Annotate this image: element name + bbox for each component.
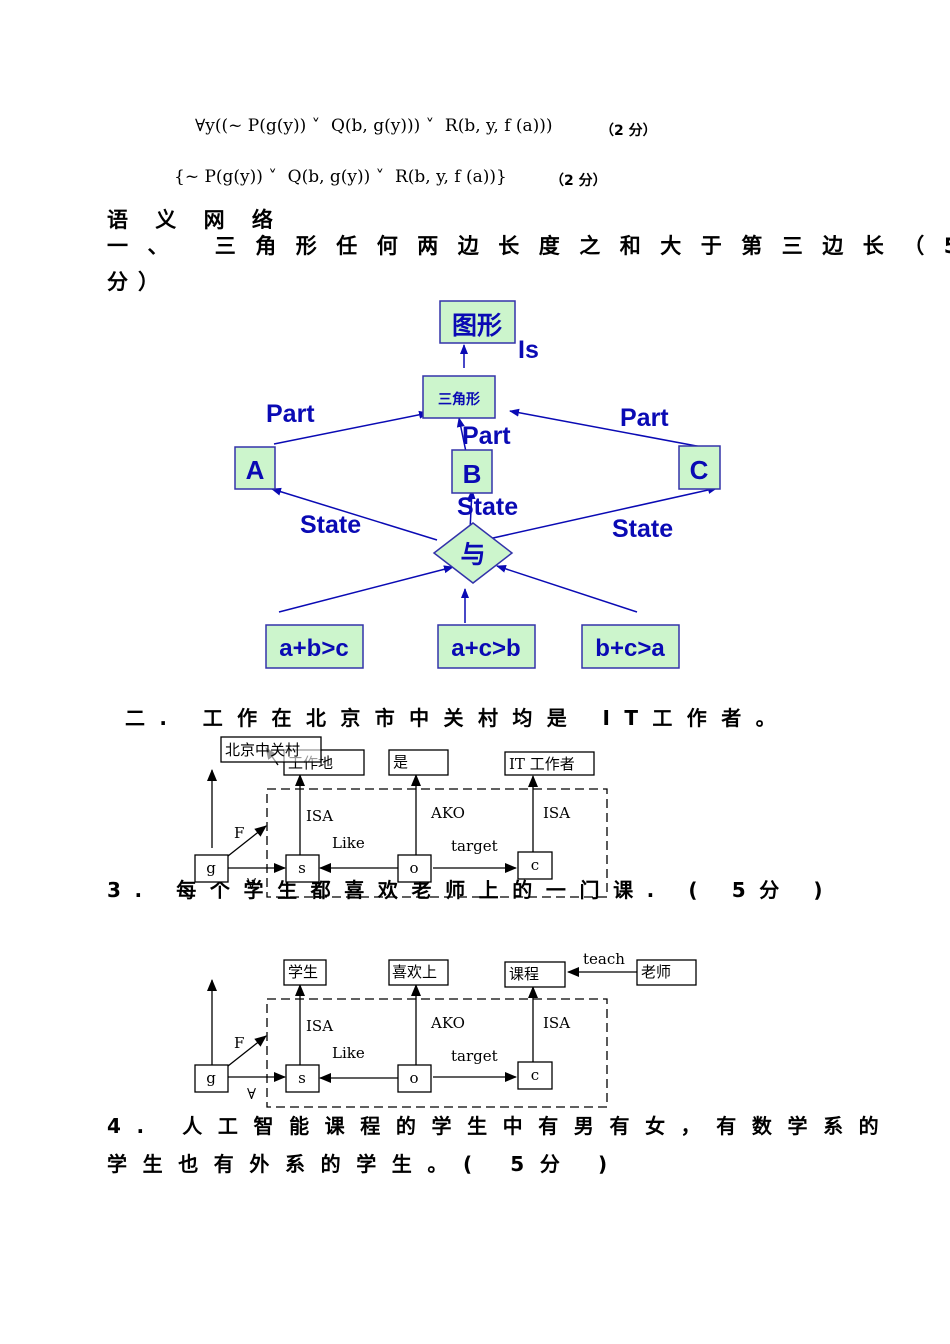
svg-text:学生: 学生 xyxy=(288,963,318,981)
node-s: s xyxy=(285,1064,320,1093)
node-is: 是 xyxy=(388,749,449,776)
svg-text:b+c>a: b+c>a xyxy=(595,635,665,662)
svg-text:三角形: 三角形 xyxy=(438,391,480,407)
q4-line1: 4. 人工智能课程的学生中有男有女，有数学系的 xyxy=(107,1114,895,1138)
svg-text:g: g xyxy=(206,1069,216,1087)
formula-2: {~ P(g(y)) ˅ Q(b, g(y)) ˅ R(b, y, f (a))… xyxy=(174,167,507,187)
q1-line1: 一、 三角形任何两边长度之和大于第三边长（5 xyxy=(107,234,950,258)
node-teacher: 老师 xyxy=(636,959,697,986)
node-figure: 图形 xyxy=(439,300,516,344)
node-o: o xyxy=(397,854,432,883)
q2-text: 二. 工作在北京市中关村均是 IT工作者。 xyxy=(125,706,791,730)
node-triangle: 三角形 xyxy=(422,375,496,419)
svg-text:g: g xyxy=(206,859,216,877)
node-b: B xyxy=(451,449,493,494)
node-g: g xyxy=(194,1064,229,1093)
svg-text:是: 是 xyxy=(393,753,408,771)
node-a: A xyxy=(234,446,276,490)
node-o: o xyxy=(397,1064,432,1093)
formula-1-score: （2 分） xyxy=(600,123,657,139)
svg-text:与: 与 xyxy=(460,541,485,569)
label-target: target xyxy=(451,837,498,855)
node-it-worker: IT 工作者 xyxy=(504,751,595,776)
label-forall: ∀ xyxy=(247,1085,256,1103)
edge-state-b xyxy=(467,489,476,531)
node-cond2: a+c>b xyxy=(437,624,536,669)
node-c: c xyxy=(517,851,553,880)
node-s: s xyxy=(285,854,320,883)
svg-text:图形: 图形 xyxy=(452,312,502,340)
node-likes-attend: 喜欢上 xyxy=(388,959,449,986)
label-ako: AKO xyxy=(430,804,465,822)
edge-part-b xyxy=(456,417,467,453)
svg-text:c: c xyxy=(531,856,539,874)
node-c: C xyxy=(678,445,721,490)
svg-text:北京中关村: 北京中关村 xyxy=(225,741,300,759)
label-isa-1: ISA xyxy=(306,807,333,825)
edge-part-a xyxy=(273,410,429,445)
formula-2-score: （2 分） xyxy=(550,173,607,189)
label-f: F xyxy=(234,824,244,842)
svg-text:A: A xyxy=(246,455,265,485)
label-part-c: Part xyxy=(620,404,669,432)
q4-line2: 学生也有外系的学生。( 5分 ) xyxy=(107,1152,623,1176)
scope-box xyxy=(266,788,608,898)
label-state-a: State xyxy=(300,511,361,539)
label-state-b: State xyxy=(457,493,518,521)
node-g: g xyxy=(194,854,229,883)
svg-text:a+c>b: a+c>b xyxy=(451,635,520,662)
label-like: Like xyxy=(332,834,365,852)
svg-text:s: s xyxy=(298,1069,306,1087)
edge-cond1 xyxy=(278,565,454,613)
label-part-a: Part xyxy=(266,400,315,428)
node-cond1: a+b>c xyxy=(265,624,364,669)
node-cond3: b+c>a xyxy=(581,624,680,669)
q1-line2: 分） xyxy=(107,270,169,294)
svg-text:a+b>c: a+b>c xyxy=(279,635,348,662)
edge-state-c xyxy=(483,486,718,541)
node-c: c xyxy=(517,1061,553,1090)
svg-text:喜欢上: 喜欢上 xyxy=(392,963,437,981)
label-like: Like xyxy=(332,1044,365,1062)
svg-text:o: o xyxy=(409,859,418,877)
node-place: 北京中关村 xyxy=(220,736,322,763)
label-f: F xyxy=(234,1034,244,1052)
svg-text:s: s xyxy=(298,859,306,877)
svg-text:IT 工作者: IT 工作者 xyxy=(509,755,575,773)
diagram-it-worker: 工作地 北京中关村 是 IT 工作者 g s o c F ISA Like AK… xyxy=(194,736,608,898)
label-is: Is xyxy=(518,336,539,364)
svg-text:B: B xyxy=(463,459,482,489)
label-forall: ∀ xyxy=(247,875,256,893)
edge-part-c xyxy=(509,408,703,448)
label-state-c: State xyxy=(612,515,673,543)
label-target: target xyxy=(451,1047,498,1065)
node-course: 课程 xyxy=(504,961,566,988)
svg-text:o: o xyxy=(409,1069,418,1087)
node-student: 学生 xyxy=(283,959,327,986)
svg-text:C: C xyxy=(690,455,709,485)
section-title: 语 义 网 络 xyxy=(107,208,283,232)
label-isa-2: ISA xyxy=(543,1014,570,1032)
edge-cond3 xyxy=(496,565,638,613)
svg-text:课程: 课程 xyxy=(509,965,539,983)
diagram-triangle: 图形 三角形 A B C 与 a+b>c a+c>b b+c>a Is Part… xyxy=(234,300,721,669)
node-and: 与 xyxy=(432,522,514,584)
svg-text:c: c xyxy=(531,1066,539,1084)
label-isa-1: ISA xyxy=(306,1017,333,1035)
formula-1: ∀y((~ P(g(y)) ˅ Q(b, g(y))) ˅ R(b, y, f … xyxy=(195,116,553,136)
label-ako: AKO xyxy=(430,1014,465,1032)
label-part-b: Part xyxy=(462,422,511,450)
edge-state-a xyxy=(271,487,438,541)
svg-text:老师: 老师 xyxy=(641,963,671,981)
label-isa-2: ISA xyxy=(543,804,570,822)
label-teach: teach xyxy=(583,950,625,968)
scope-box xyxy=(266,998,608,1108)
diagram-student-course: 学生 喜欢上 课程 老师 g s o c teach F ISA Like AK… xyxy=(194,950,697,1108)
